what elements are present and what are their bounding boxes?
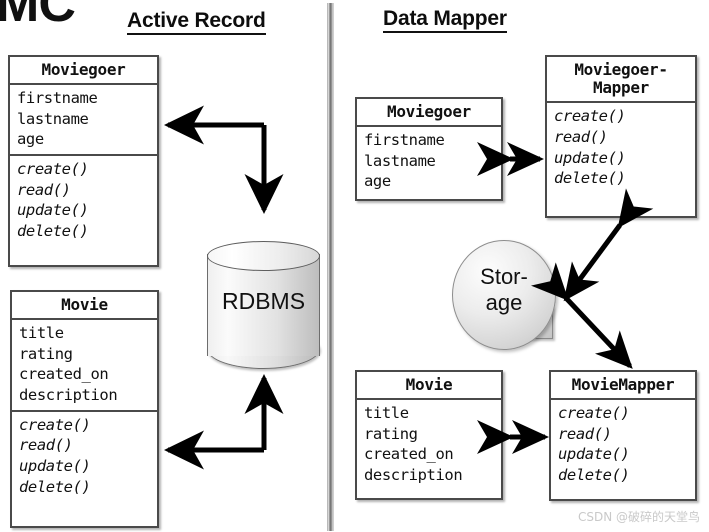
operation: delete() xyxy=(554,169,626,188)
class-box-movie-mapper[interactable]: MovieMapper create() read() update() del… xyxy=(549,370,697,501)
attribute: rating xyxy=(19,344,73,363)
class-name: Movie xyxy=(357,372,501,401)
datastore-label-line-1: Stor- xyxy=(480,264,528,289)
class-attributes: firstname lastname age xyxy=(10,85,157,157)
class-name-line-1: Moviegoer- xyxy=(574,60,668,79)
panel-divider xyxy=(327,3,334,531)
class-name: MovieMapper xyxy=(551,372,695,401)
cylinder-body xyxy=(207,254,320,356)
operation: delete() xyxy=(17,221,89,240)
operation: read() xyxy=(17,180,71,199)
attribute: created_on xyxy=(364,445,454,464)
class-attributes: title rating created_on description xyxy=(12,320,157,412)
class-box-movie-data-mapper[interactable]: Movie title rating created_on descriptio… xyxy=(355,370,503,500)
arrow-storage-to-moviemapper xyxy=(531,262,633,369)
operation: create() xyxy=(554,107,626,126)
class-name: Movie xyxy=(12,292,157,321)
class-attributes: title rating created_on description xyxy=(357,400,501,489)
operation: update() xyxy=(554,148,626,167)
operation: read() xyxy=(558,424,612,443)
class-name: Moviegoer xyxy=(10,57,157,86)
attribute: age xyxy=(17,130,44,149)
datastore-rdbms-cylinder[interactable]: RDBMS xyxy=(207,241,320,369)
datastore-label-line-2: age xyxy=(485,289,523,315)
attribute: age xyxy=(364,172,391,191)
operation: create() xyxy=(19,415,91,434)
class-name: Moviegoer xyxy=(357,99,501,128)
attribute: rating xyxy=(364,424,418,443)
class-operations: create() read() update() delete() xyxy=(12,412,157,501)
panel-title-active-record: Active Record xyxy=(127,9,266,36)
csdn-watermark: CSDN @破碎的天堂鸟 xyxy=(578,510,701,524)
class-operations: create() read() update() delete() xyxy=(10,156,157,245)
datastore-label: Stor- age xyxy=(452,264,556,316)
attribute: firstname xyxy=(364,131,445,150)
class-box-movie-active-record[interactable]: Movie title rating created_on descriptio… xyxy=(10,290,159,528)
operation: create() xyxy=(558,404,630,423)
class-attributes: firstname lastname age xyxy=(357,127,501,196)
attribute: title xyxy=(19,324,64,343)
cylinder-top xyxy=(207,241,320,271)
operation: read() xyxy=(554,128,608,147)
attribute: created_on xyxy=(19,365,109,384)
panel-title-data-mapper: Data Mapper xyxy=(383,7,507,34)
class-name: Moviegoer- Mapper xyxy=(547,57,695,104)
attribute: firstname xyxy=(17,89,98,108)
attribute: description xyxy=(364,466,463,485)
class-box-moviegoer-mapper[interactable]: Moviegoer- Mapper create() read() update… xyxy=(545,55,697,218)
class-operations: create() read() update() delete() xyxy=(551,400,695,489)
class-box-moviegoer-data-mapper[interactable]: Moviegoer firstname lastname age xyxy=(355,97,503,201)
operation: read() xyxy=(19,436,73,455)
datastore-label: RDBMS xyxy=(221,288,306,314)
class-operations: create() read() update() delete() xyxy=(547,103,695,192)
operation: delete() xyxy=(558,466,630,485)
attribute: lastname xyxy=(364,151,436,170)
attribute: description xyxy=(19,386,118,405)
operation: update() xyxy=(19,456,91,475)
cropped-header-glyph: MC xyxy=(0,0,76,33)
attribute: title xyxy=(364,404,409,423)
datastore-storage-blob[interactable]: Stor- age xyxy=(452,240,562,355)
arrow-moviegoermapper-to-storage xyxy=(563,188,654,302)
operation: update() xyxy=(558,445,630,464)
operation: create() xyxy=(17,160,89,179)
attribute: lastname xyxy=(17,109,89,128)
class-box-moviegoer-active-record[interactable]: Moviegoer firstname lastname age create(… xyxy=(8,55,159,267)
operation: delete() xyxy=(19,477,91,496)
class-name-line-2: Mapper xyxy=(593,78,649,98)
operation: update() xyxy=(17,201,89,220)
